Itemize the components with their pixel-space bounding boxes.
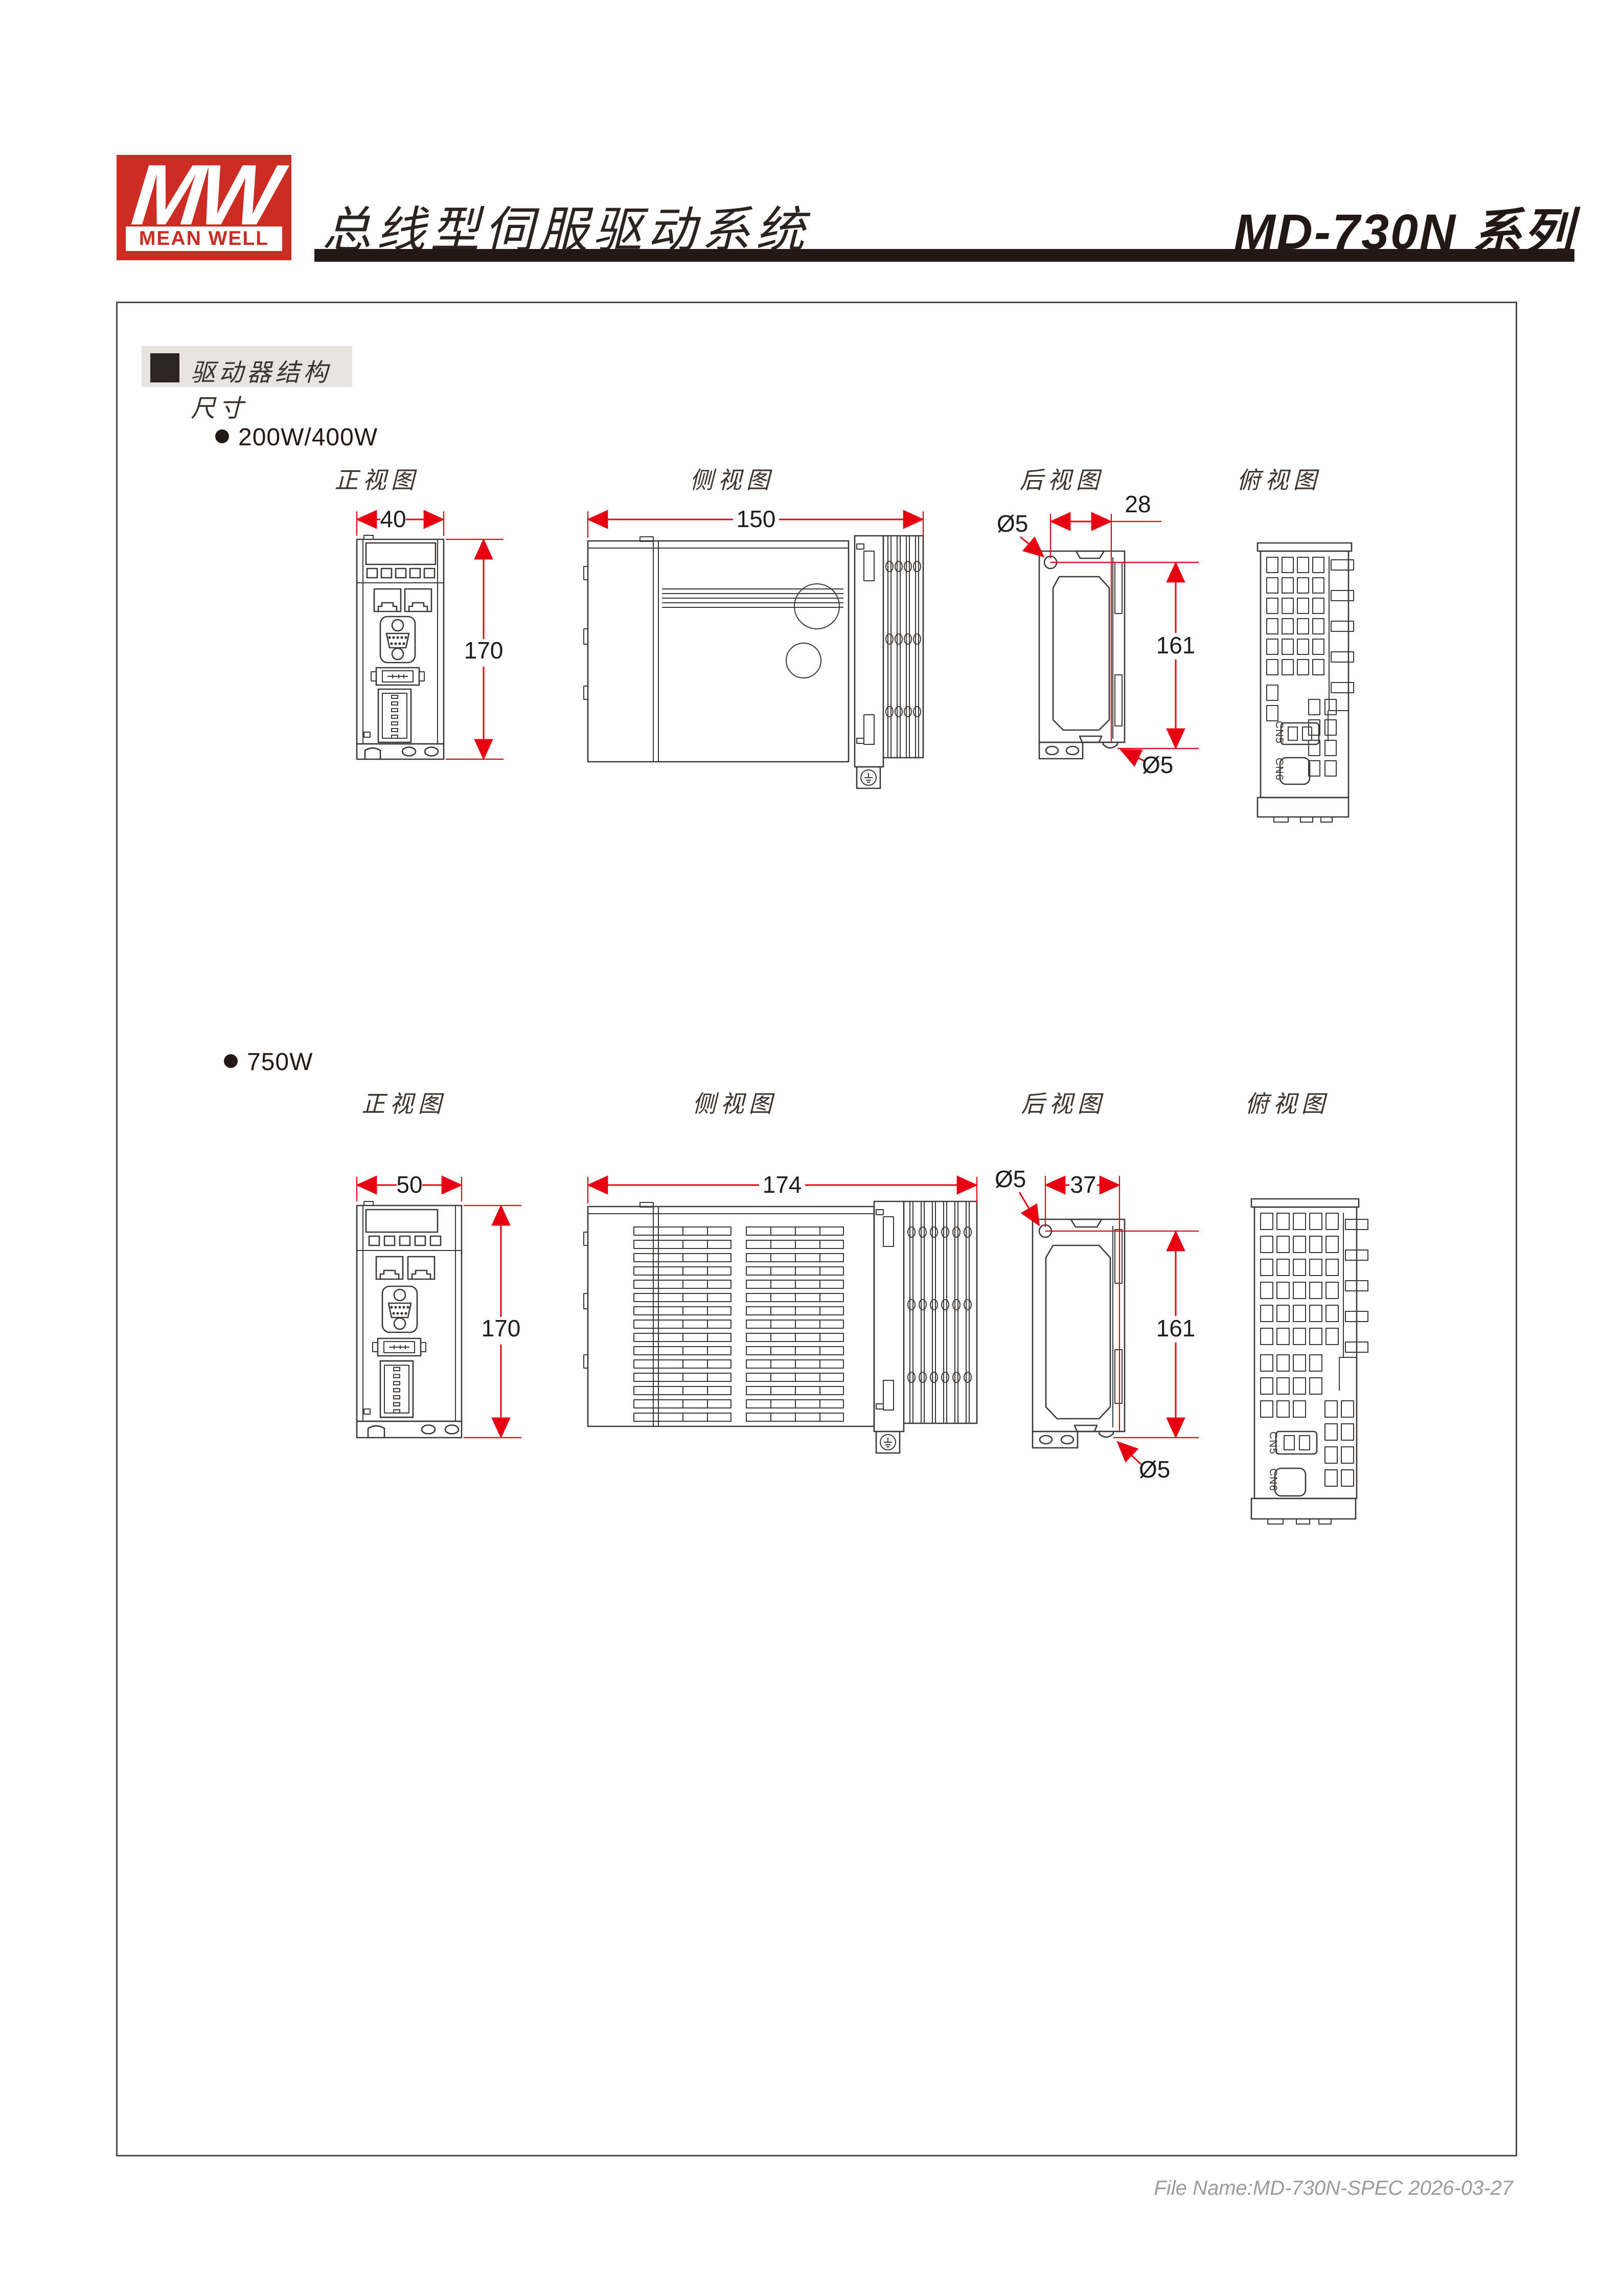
svg-text:161: 161: [1156, 1315, 1196, 1342]
front-view-drawing-750w: [356, 1201, 463, 1439]
mounting-bracket: [356, 743, 445, 760]
section-header-banner: 驱动器结构尺寸: [142, 346, 352, 422]
power-pin-header: [377, 688, 412, 743]
top-cn5-connector: CN5: [1267, 1430, 1318, 1455]
svg-text:CN5: CN5: [1273, 721, 1285, 744]
top-view-drawing-750w: CN5 CN6: [1250, 1198, 1368, 1525]
heatsink-fins: [882, 535, 924, 759]
dim-rear-offset-750w: 37: [1044, 1171, 1121, 1431]
top-cn6-connector: CN6: [1273, 757, 1311, 785]
svg-text:161: 161: [1156, 632, 1196, 658]
logo-brand-text: MEAN WELL: [139, 228, 269, 249]
svg-text:174: 174: [763, 1171, 802, 1198]
rear-view-drawing-200w: [1038, 550, 1126, 760]
db9-connector: [379, 616, 416, 664]
dim-rear-hole-top-750w: Ø5: [995, 1166, 1040, 1226]
dim-front-height-750w: 170: [464, 1204, 521, 1439]
db9-connector: [381, 1285, 418, 1333]
view-label-front-200w: 正视图: [334, 467, 419, 493]
view-label-rear-750w: 后视图: [1021, 1091, 1106, 1117]
logo-brand-strip: MEAN WELL: [126, 226, 282, 251]
dim-rear-hole-top-200w: Ø5: [997, 510, 1045, 558]
front-buttons: [366, 567, 436, 579]
mounting-bracket: [356, 1420, 463, 1439]
top-heatsink-comb: [1339, 1213, 1368, 1391]
section-title: 驱动器结构尺寸: [191, 359, 332, 422]
rj45-connectors: [375, 1256, 436, 1280]
meanwell-logo: MW MEAN WELL: [117, 147, 291, 260]
dim-rear-mount-height-750w: 161: [1045, 1230, 1199, 1439]
dim-rear-mount-height-200w: 161: [1050, 561, 1199, 749]
top-view-drawing-200w: CN5 CN6: [1256, 542, 1354, 823]
dim-front-height-200w: 170: [446, 538, 504, 760]
footer-file-name: File Name:MD-730N-SPEC 2026-03-27: [1154, 2177, 1514, 2199]
view-label-side-750w: 侧视图: [692, 1091, 777, 1117]
page-title: 总线型伺服驱动系统: [322, 203, 810, 258]
rear-mounting-bracket: [1032, 1424, 1126, 1449]
rear-mounting-bracket: [1038, 735, 1126, 760]
top-cn5-connector: CN5: [1273, 721, 1320, 745]
dim-front-width-200w: 40: [356, 506, 445, 536]
dim-front-width-750w: 50: [356, 1171, 463, 1201]
encoder-connector: [372, 1337, 427, 1357]
dim-side-depth-200w: 150: [587, 506, 924, 538]
din-rail-plate: [873, 1200, 905, 1433]
svg-text:28: 28: [1125, 491, 1151, 517]
dim-side-depth-750w: 174: [587, 1171, 978, 1203]
svg-text:50: 50: [396, 1171, 422, 1198]
top-heatsink-comb: [1328, 556, 1354, 741]
view-label-top-200w: 俯视图: [1237, 467, 1321, 493]
section-square-icon: [150, 353, 179, 382]
svg-text:170: 170: [464, 637, 504, 664]
svg-text:CN6: CN6: [1273, 758, 1285, 781]
side-vent-slots: [633, 1226, 844, 1422]
front-view-drawing-200w: [356, 535, 445, 760]
ground-screw-tab: [875, 1430, 901, 1454]
power-pin-header: [379, 1360, 414, 1418]
view-label-rear-200w: 后视图: [1019, 467, 1104, 493]
bullet-icon: [224, 1054, 238, 1068]
side-view-drawing-750w: [583, 1200, 978, 1454]
dim-rear-hole-bottom-750w: Ø5: [1116, 1441, 1170, 1483]
top-cn6-connector: CN6: [1267, 1467, 1307, 1497]
bullet-icon: [215, 429, 229, 443]
ground-screw-tab: [856, 766, 881, 789]
svg-text:Ø5: Ø5: [1139, 1456, 1170, 1483]
top-vent-grid: [1260, 1213, 1339, 1345]
rear-view-drawing-750w: [1032, 1218, 1126, 1449]
side-view-drawing-200w: [583, 535, 924, 789]
svg-text:Ø5: Ø5: [995, 1166, 1026, 1192]
view-label-front-750w: 正视图: [361, 1091, 446, 1117]
top-vent-grid: [1266, 557, 1324, 675]
front-buttons: [368, 1235, 442, 1246]
svg-text:CN5: CN5: [1267, 1431, 1279, 1454]
svg-text:40: 40: [380, 506, 406, 532]
view-label-side-200w: 侧视图: [690, 467, 774, 493]
heatsink-fins: [903, 1200, 978, 1424]
group-power-label-200w400w: 200W/400W: [238, 424, 378, 451]
view-label-top-750w: 俯视图: [1245, 1091, 1330, 1117]
din-rail-plate: [854, 535, 884, 768]
header-rule-bar: [314, 249, 1574, 262]
dim-rear-hole-bottom-200w: Ø5: [1119, 748, 1173, 778]
svg-text:Ø5: Ø5: [1142, 752, 1173, 778]
group-power-label-750w: 750W: [247, 1049, 313, 1076]
encoder-connector: [370, 667, 425, 686]
dim-rear-offset-200w: 28: [1049, 491, 1161, 742]
svg-text:37: 37: [1070, 1171, 1096, 1198]
svg-text:150: 150: [737, 506, 776, 532]
rj45-connectors: [373, 588, 432, 612]
svg-text:170: 170: [482, 1315, 521, 1342]
svg-text:CN6: CN6: [1267, 1468, 1279, 1491]
svg-text:Ø5: Ø5: [997, 510, 1028, 537]
